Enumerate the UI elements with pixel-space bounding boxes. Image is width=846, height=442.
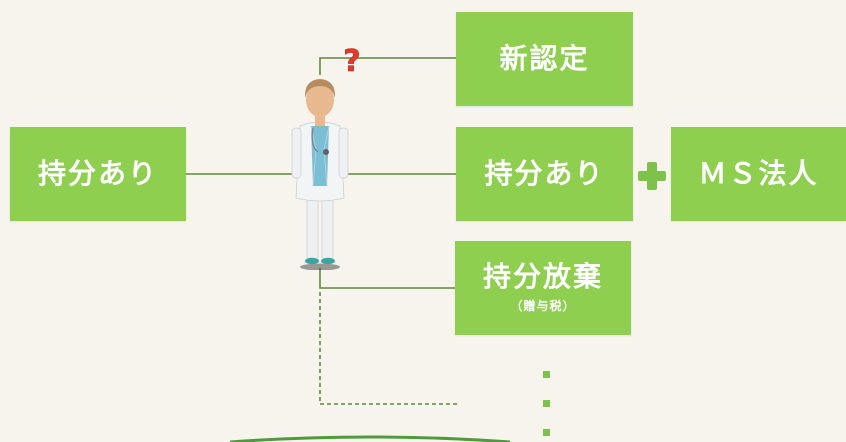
- bottom-arc: [229, 435, 511, 442]
- right-with-equity-label: 持分あり: [484, 156, 605, 190]
- svg-text:?: ?: [343, 44, 360, 76]
- continuation-dots: [543, 371, 550, 436]
- new-certification-label: 新認定: [499, 41, 590, 75]
- equity-waiver-note: （贈与税）: [510, 298, 576, 313]
- line-to-new-certification: [319, 57, 457, 75]
- new-certification-box: 新認定: [456, 12, 633, 106]
- question-mark-icon: ?: [343, 44, 361, 76]
- ms-corp-label: ＭＳ法人: [698, 156, 819, 190]
- ms-corp-box: ＭＳ法人: [671, 127, 846, 221]
- right-with-equity-box: 持分あり: [456, 127, 633, 221]
- equity-waiver-box: 持分放棄 （贈与税）: [455, 241, 631, 335]
- doctor-figure: [291, 79, 349, 270]
- line-dashed-future: [319, 292, 457, 405]
- left-with-equity-label: 持分あり: [37, 156, 158, 190]
- line-to-equity-waiver: [319, 268, 457, 289]
- plus-icon: [638, 162, 666, 190]
- equity-waiver-label: 持分放棄: [482, 260, 603, 294]
- left-with-equity-box: 持分あり: [10, 127, 186, 221]
